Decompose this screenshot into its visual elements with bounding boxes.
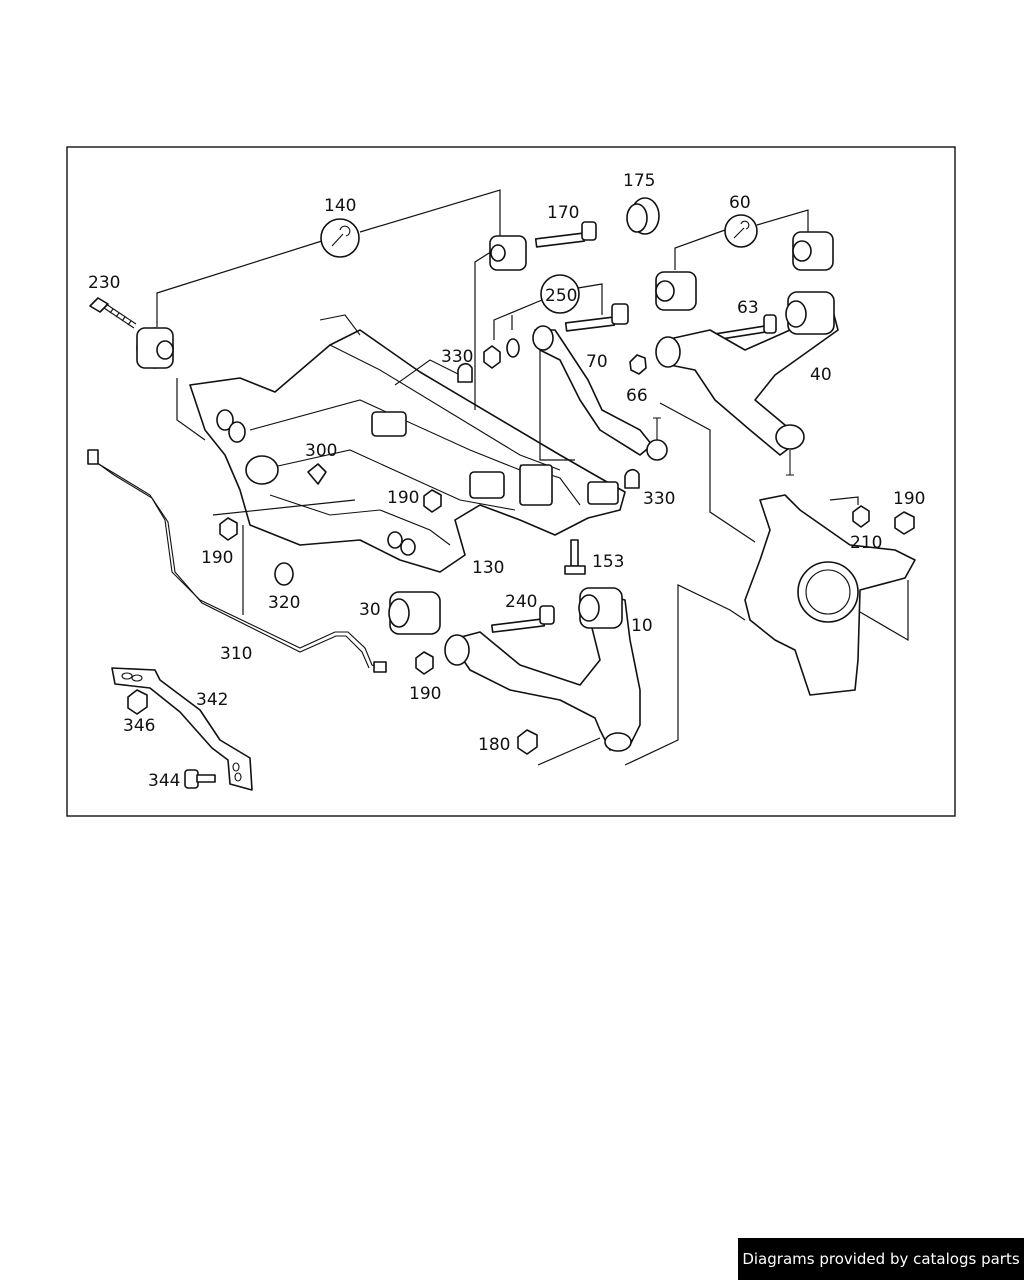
part-175: [626, 197, 660, 235]
diagram-frame: [66, 146, 956, 817]
label-320: 320: [268, 593, 300, 613]
part-170: [534, 221, 597, 248]
label-60: 60: [729, 193, 751, 213]
label-140: 140: [324, 196, 356, 216]
label-170: 170: [547, 203, 579, 223]
part-190c: [415, 651, 434, 675]
label-10: 10: [631, 616, 653, 636]
part-342: [111, 667, 253, 791]
part-330b: [624, 468, 640, 489]
footer-banner: Diagrams provided by catalogs parts: [738, 1238, 1024, 1280]
footer-text: Diagrams provided by catalogs parts: [742, 1250, 1020, 1268]
label-70: 70: [586, 352, 608, 372]
label-180: 180: [478, 735, 510, 755]
part-labels: 140 170 175 60 230 250 63 330 70 40 66 3…: [88, 171, 925, 791]
label-210: 210: [850, 533, 882, 553]
label-300: 300: [305, 441, 337, 461]
ball-joint: [646, 417, 668, 461]
label-240: 240: [505, 592, 537, 612]
label-175: 175: [623, 171, 655, 191]
label-330b: 330: [643, 489, 675, 509]
part-240: [491, 605, 555, 633]
part-310: [87, 449, 387, 673]
part-320: [274, 562, 294, 586]
label-346: 346: [123, 716, 155, 736]
label-190a: 190: [387, 488, 419, 508]
label-30: 30: [359, 600, 381, 620]
part-30: [388, 591, 441, 635]
part-210: [829, 496, 870, 528]
part-190d: [894, 511, 915, 535]
part-40: [655, 291, 839, 476]
label-63: 63: [737, 298, 759, 318]
label-230: 230: [88, 273, 120, 293]
label-250: 250: [545, 286, 577, 306]
label-130: 130: [472, 558, 504, 578]
label-342: 342: [196, 690, 228, 710]
part-300: [307, 463, 327, 485]
subframe: [189, 314, 626, 573]
label-310: 310: [220, 644, 252, 664]
part-10: [444, 584, 746, 766]
part-66: [629, 354, 647, 375]
part-344: [184, 769, 216, 789]
part-346: [127, 689, 148, 715]
part-180: [517, 729, 601, 766]
label-344: 344: [148, 771, 180, 791]
part-190a: [423, 489, 442, 513]
label-190b: 190: [201, 548, 233, 568]
part-230: [89, 297, 137, 329]
label-330a: 330: [441, 347, 473, 367]
wheel-knuckle: [659, 402, 916, 696]
part-63: [711, 314, 777, 342]
part-153: [564, 539, 586, 575]
part-330a: [457, 362, 473, 383]
label-190c: 190: [409, 684, 441, 704]
part-60: [655, 209, 834, 311]
part-250: [483, 274, 629, 369]
label-190d: 190: [893, 489, 925, 509]
label-40: 40: [810, 365, 832, 385]
part-190b: [219, 517, 238, 541]
part-140: [136, 189, 527, 441]
label-153: 153: [592, 552, 624, 572]
label-66: 66: [626, 386, 648, 406]
